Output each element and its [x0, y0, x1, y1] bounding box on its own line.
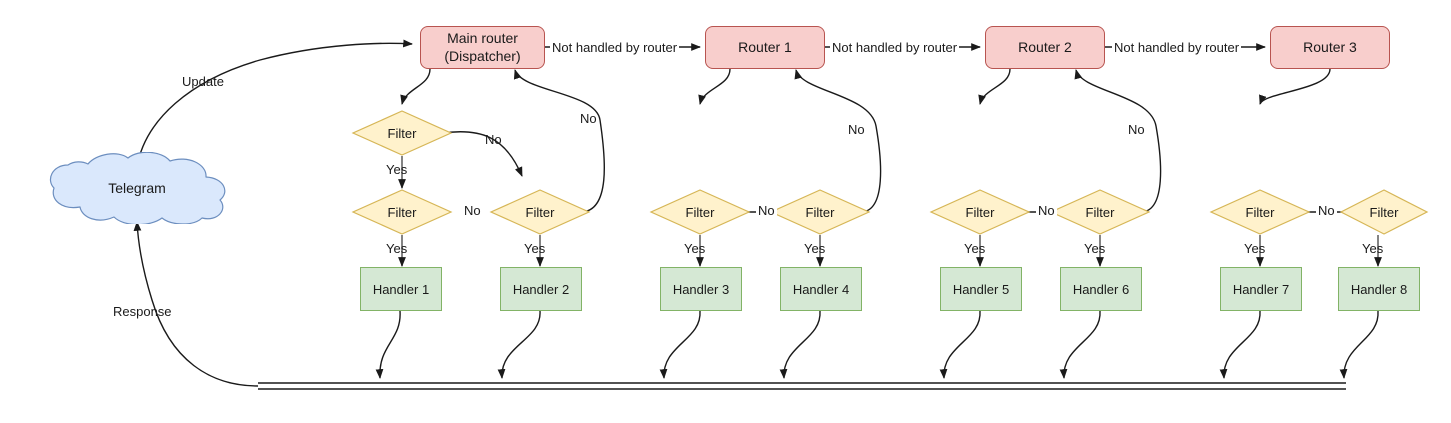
label-no-c3: No	[1316, 203, 1337, 218]
edge-handler7-to-bus	[1219, 310, 1261, 379]
node-main-router[interactable]: Main router (Dispatcher)	[420, 26, 545, 69]
label-not-handled-1: Not handled by router	[550, 40, 680, 55]
edge-handler6-to-bus	[1059, 310, 1101, 379]
label-no-a2: No	[580, 111, 597, 126]
handler-8-label: Handler 8	[1350, 281, 1408, 297]
main-router-line1: Main router	[447, 30, 518, 46]
handler-4-label: Handler 4	[792, 281, 850, 297]
edge-update	[136, 39, 413, 168]
router-1-label: Router 1	[738, 38, 792, 55]
node-handler-1[interactable]: Handler 1	[360, 267, 442, 311]
edge-response-to-telegram	[133, 221, 259, 387]
handler-2-label: Handler 2	[512, 281, 570, 297]
label-yes-2: Yes	[386, 241, 408, 256]
router-3-label: Router 3	[1303, 38, 1357, 55]
label-not-handled-2: Not handled by router	[830, 40, 960, 55]
label-yes-3: Yes	[524, 241, 546, 256]
label-no-a3: No	[462, 203, 483, 218]
node-handler-5[interactable]: Handler 5	[940, 267, 1022, 311]
label-no-c2: No	[1036, 203, 1057, 218]
label-yes-6: Yes	[964, 241, 986, 256]
node-filter-1[interactable]: Filter	[351, 110, 453, 156]
edge-router2-to-filter5	[978, 68, 1011, 105]
node-router-1[interactable]: Router 1	[705, 26, 825, 69]
node-filter-8[interactable]: Filter	[1209, 189, 1311, 235]
node-handler-4[interactable]: Handler 4	[780, 267, 862, 311]
node-filter-5[interactable]: Filter	[769, 189, 871, 235]
node-filter-7[interactable]: Filter	[1049, 189, 1151, 235]
label-yes-4: Yes	[684, 241, 706, 256]
node-router-3[interactable]: Router 3	[1270, 26, 1390, 69]
handler-3-label: Handler 3	[672, 281, 730, 297]
label-yes-8: Yes	[1244, 241, 1266, 256]
node-handler-6[interactable]: Handler 6	[1060, 267, 1142, 311]
node-filter-9[interactable]: Filter	[1339, 189, 1429, 235]
edge-filter4-no-to-router1	[794, 69, 882, 213]
edge-handler4-to-bus	[779, 310, 821, 379]
label-not-handled-3: Not handled by router	[1112, 40, 1242, 55]
telegram-cloud: Telegram	[44, 151, 230, 226]
edge-mainrouter-to-filter1	[400, 68, 431, 105]
edge-handler5-to-bus	[939, 310, 981, 379]
label-yes-9: Yes	[1362, 241, 1384, 256]
label-yes-5: Yes	[804, 241, 826, 256]
node-handler-8[interactable]: Handler 8	[1338, 267, 1420, 311]
main-router-line2: (Dispatcher)	[444, 47, 521, 64]
edge-filter1-no-to-filter2	[442, 130, 523, 177]
edge-filter2-no-to-mainrouter	[513, 69, 606, 213]
handler-5-label: Handler 5	[952, 281, 1010, 297]
edge-handler2-to-bus	[497, 310, 541, 379]
node-filter-6[interactable]: Filter	[929, 189, 1031, 235]
handler-6-label: Handler 6	[1072, 281, 1130, 297]
edge-filter6-no-to-router2	[1074, 69, 1162, 213]
node-filter-4[interactable]: Filter	[649, 189, 751, 235]
handler-7-label: Handler 7	[1232, 281, 1290, 297]
edge-router3-to-filter7	[1259, 68, 1331, 105]
edge-handler1-to-bus	[375, 310, 401, 379]
edge-router1-to-filter3	[698, 68, 731, 105]
node-handler-7[interactable]: Handler 7	[1220, 267, 1302, 311]
label-yes-7: Yes	[1084, 241, 1106, 256]
label-response: Response	[113, 304, 172, 319]
node-filter-3[interactable]: Filter	[489, 189, 591, 235]
label-update: Update	[182, 74, 224, 89]
router-2-label: Router 2	[1018, 38, 1072, 55]
node-router-2[interactable]: Router 2	[985, 26, 1105, 69]
cloud-icon	[49, 151, 226, 226]
label-no-b2: No	[756, 203, 777, 218]
node-handler-3[interactable]: Handler 3	[660, 267, 742, 311]
label-no-c1: No	[1128, 122, 1145, 137]
node-handler-2[interactable]: Handler 2	[500, 267, 582, 311]
edge-handler3-to-bus	[659, 310, 701, 379]
handler-1-label: Handler 1	[372, 281, 430, 297]
label-no-a1: No	[485, 132, 502, 147]
node-filter-2[interactable]: Filter	[351, 189, 453, 235]
edge-handler8-to-bus	[1339, 310, 1379, 379]
label-no-b1: No	[848, 122, 865, 137]
label-yes-1: Yes	[386, 162, 408, 177]
